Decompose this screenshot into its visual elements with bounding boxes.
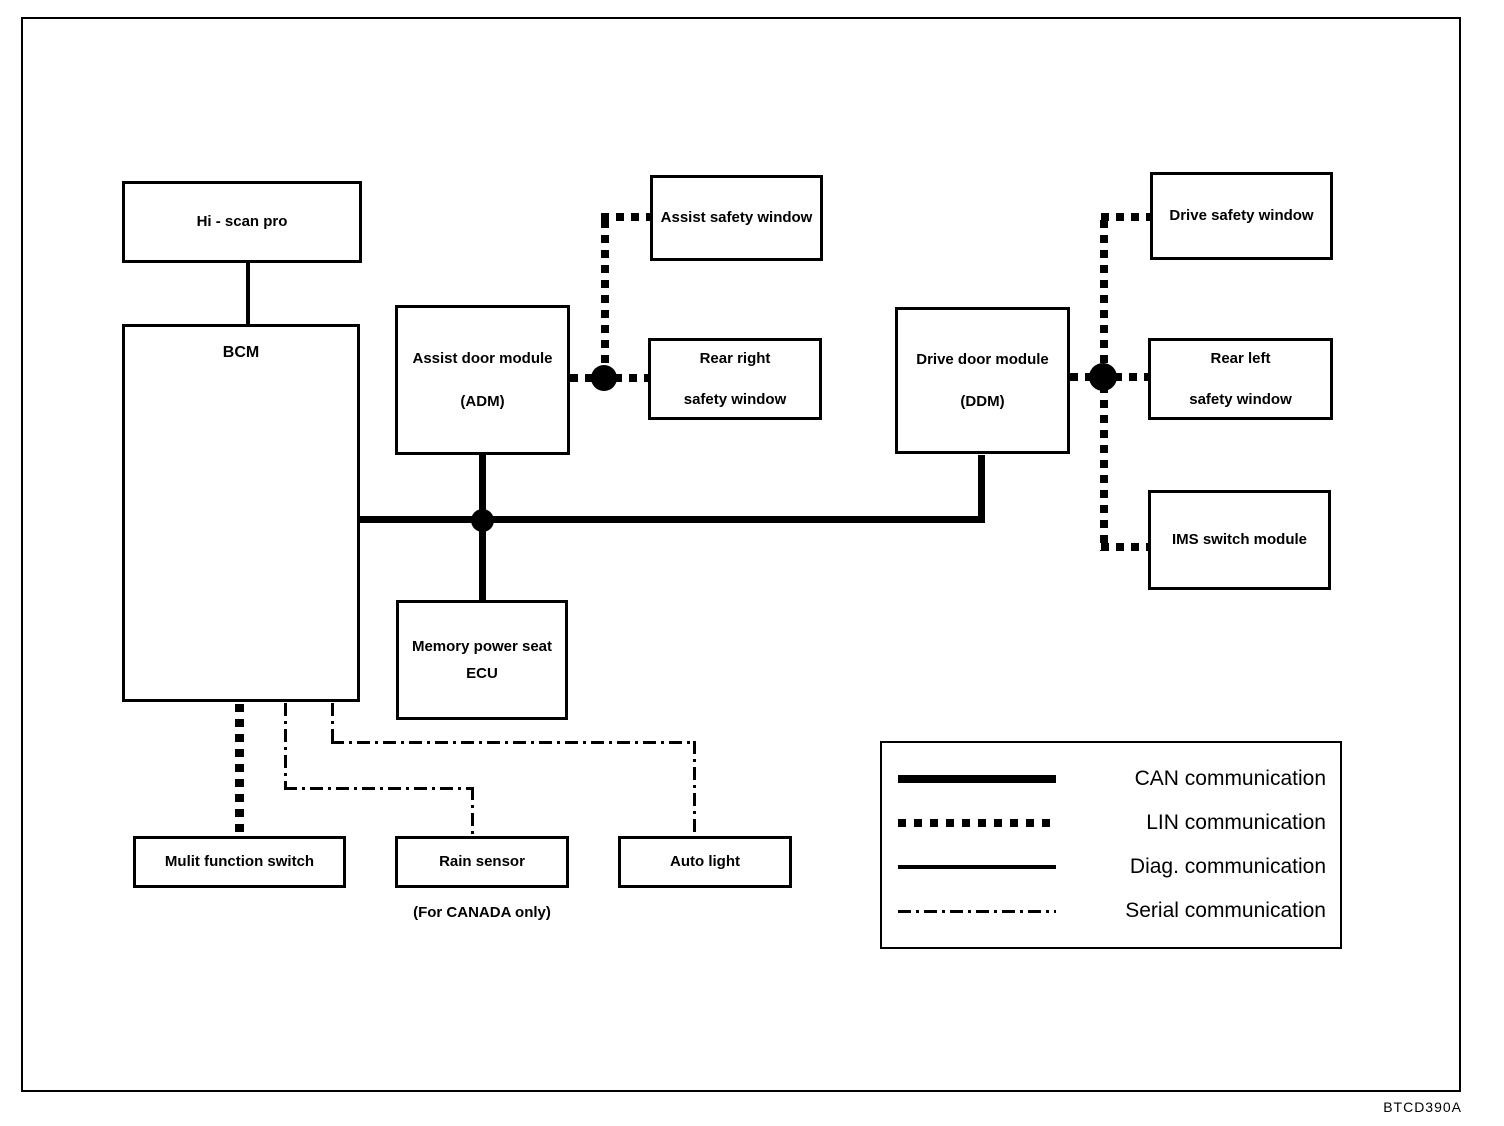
rear-left-safety-window-box: Rear left safety window [1148,338,1333,420]
diag-line-sample [898,865,1056,869]
diag-line-hiscan-bcm [246,262,250,325]
lin-junction-dot-ddm [1089,363,1117,391]
ims-switch-module-box: IMS switch module [1148,490,1331,590]
legend-row-serial: Serial communication [894,899,1328,923]
rear-right-label-line1: Rear right [699,349,771,367]
ddm-label-line2: (DDM) [960,392,1005,410]
rain-sensor-box: Rain sensor [395,836,569,888]
legend-box: CAN communication LIN communication Diag… [880,741,1342,949]
drive-safety-window-box: Drive safety window [1150,172,1333,260]
assist-safety-window-label: Assist safety window [660,209,813,227]
multi-function-switch-label: Mulit function switch [164,853,315,871]
canada-only-note: (For CANADA only) [413,904,551,921]
rear-left-label-line2: safety window [1189,391,1292,408]
legend-row-can: CAN communication [894,767,1328,791]
memory-power-seat-ecu-box: Memory power seat ECU [396,600,568,720]
hi-scan-pro-label: Hi - scan pro [196,213,288,231]
lin-line-to-drive-safety-window [1101,213,1150,221]
legend-label-can: CAN communication [1134,767,1326,790]
multi-function-switch-box: Mulit function switch [133,836,346,888]
memory-power-seat-label-line2: ECU [466,665,498,682]
serial-line-rain-horizontal [284,787,474,790]
lin-line-to-rear-left-safety-window [1114,373,1148,381]
legend-row-diag: Diag. communication [894,855,1328,879]
figure-code: BTCD390A [1383,1099,1462,1115]
bcm-label: BCM [222,344,260,361]
rear-left-label-line1: Rear left [1210,349,1271,367]
rear-right-safety-window-box: Rear right safety window [648,338,822,420]
assist-door-module-box: Assist door module (ADM) [395,305,570,455]
ims-switch-module-label: IMS switch module [1171,531,1307,549]
can-bus-trunk-line [358,516,985,523]
adm-label-line1: Assist door module [412,349,553,367]
lin-line-to-ims-switch-module [1101,543,1148,551]
adm-label-line2: (ADM) [460,393,505,410]
drive-safety-window-label: Drive safety window [1169,207,1314,225]
lin-line-to-assist-safety-window [601,213,651,221]
memory-power-seat-label-line1: Memory power seat [411,637,553,655]
diagram-outer-border [21,17,1461,1092]
drive-door-module-box: Drive door module (DDM) [895,307,1070,454]
legend-label-lin: LIN communication [1146,811,1326,834]
serial-line-autolight-horizontal [331,741,696,744]
serial-line-rain-drop2 [471,787,474,836]
auto-light-box: Auto light [618,836,792,888]
lin-line-sample [898,819,1056,827]
assist-safety-window-box: Assist safety window [650,175,823,261]
lin-line-to-rear-right-safety-window [614,374,648,382]
serial-line-autolight-drop2 [693,741,696,836]
serial-line-sample [898,909,1056,913]
can-line-ddm-drop [978,455,985,521]
can-junction-dot [471,509,494,532]
lin-line-adm-stub [570,374,604,382]
serial-line-autolight-drop1 [331,703,334,744]
rain-sensor-label: Rain sensor [439,853,525,871]
legend-row-lin: LIN communication [894,811,1328,835]
ddm-label-line1: Drive door module [916,351,1049,369]
legend-label-diag: Diag. communication [1129,855,1326,878]
lin-junction-dot-adm [591,365,617,391]
hi-scan-pro-box: Hi - scan pro [122,181,362,263]
lin-line-ddm-stub [1070,373,1103,381]
rear-right-label-line2: safety window [683,391,787,408]
lin-line-adm-riser [601,220,609,368]
auto-light-label: Auto light [670,853,740,871]
lin-line-bcm-to-multi-function-switch [235,704,244,836]
serial-line-rain-drop1 [284,703,287,790]
legend-label-serial: Serial communication [1125,899,1326,922]
bcm-box: BCM [122,324,360,702]
can-line-sample [898,775,1056,783]
